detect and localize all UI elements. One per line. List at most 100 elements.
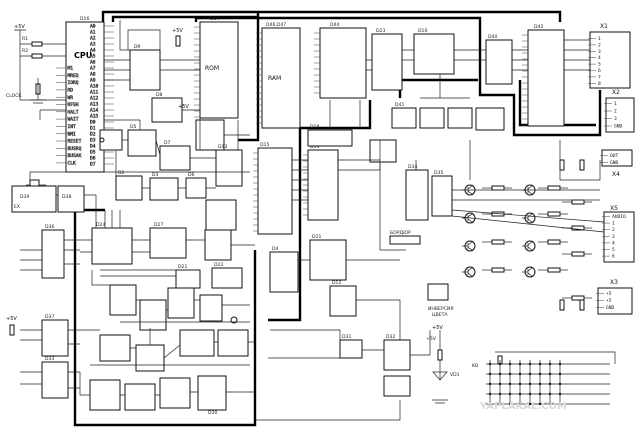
cpu-pin-label: HALT xyxy=(68,109,79,115)
connector-pin-label: 8 xyxy=(598,81,601,87)
cpu-pin-label: A10 xyxy=(90,84,99,90)
cpu-pin-label: A13 xyxy=(90,102,99,108)
cpu-pin-label: D7 xyxy=(90,162,96,168)
connector-pin-label: GND xyxy=(614,124,623,130)
svg-text:D3: D3 xyxy=(152,172,159,178)
cpu-pin-label: RD xyxy=(68,88,74,94)
svg-text:D21: D21 xyxy=(178,264,187,270)
cpu-pin-label: A0 xyxy=(90,24,96,30)
cpu-pin-label: A4 xyxy=(90,48,96,54)
connector-pin-label: 6 xyxy=(612,254,615,260)
connector-pin-label: AUDIO xyxy=(612,214,626,220)
svg-text:CLOCK: CLOCK xyxy=(6,93,22,99)
cpu-pin-label: A3 xyxy=(90,42,96,48)
connector-pin-label: +5 xyxy=(606,291,612,297)
connector-pin-label: 3 xyxy=(612,234,615,240)
svg-text:+5V: +5V xyxy=(178,104,189,110)
connector-pin-label: 5 xyxy=(612,247,615,253)
cpu-pin-label: A11 xyxy=(90,90,99,96)
central-chips: D15 D19 D4 D11 D12 D18 D31 D32 xyxy=(253,124,411,397)
upper-mid-chips: D9 D5 D8 D7 D2 D3 D6 D13 +5V +5V xyxy=(99,20,250,231)
svg-text:D27: D27 xyxy=(154,222,163,228)
connector-pin-label: 1 xyxy=(614,101,617,107)
x4-label: X4 xyxy=(612,171,620,178)
left-gate-chains: D36 D37 D33 +5V xyxy=(6,224,80,399)
svg-text:D37: D37 xyxy=(45,314,54,320)
svg-text:VD1: VD1 xyxy=(450,372,460,378)
cpu-pin-label: A8 xyxy=(90,72,96,78)
connector-pin-label: 2 xyxy=(598,42,601,48)
x5-label: X5 xyxy=(610,205,618,212)
connector-pin-label: 4 xyxy=(598,55,601,61)
misc-wires xyxy=(29,39,590,359)
cpu-pin-label: INT xyxy=(68,124,77,130)
svg-text:RAM: RAM xyxy=(268,75,281,82)
cpu-pin-label: A6 xyxy=(90,60,96,66)
svg-text:D36: D36 xyxy=(45,224,54,230)
svg-text:D23: D23 xyxy=(376,28,385,34)
svg-text:ИНВЕРСИЯ: ИНВЕРСИЯ xyxy=(428,306,454,312)
svg-text:R1: R1 xyxy=(22,36,28,42)
connector-pin-label: OUT xyxy=(610,153,619,159)
connector-pin-label: 1 xyxy=(598,36,601,42)
cpu-pin-label: CLK xyxy=(68,161,77,167)
svg-text:D22: D22 xyxy=(214,262,223,268)
svg-text:D32: D32 xyxy=(386,334,395,340)
cpu-pin-label: D0 xyxy=(90,120,96,126)
x1-label: X1 xyxy=(600,23,608,30)
cpu-pin-label: BUSAK xyxy=(68,153,82,159)
video-output-section: D41 D34 D35 БОРДЮР ИНВЕРСИЯ ЦВЕТА xyxy=(369,102,605,318)
cpu-pin-label: MREQ xyxy=(68,73,79,79)
svg-text:D12: D12 xyxy=(332,280,341,286)
svg-text:D24: D24 xyxy=(96,222,105,228)
svg-text:D6: D6 xyxy=(188,172,195,178)
cpu-pin-label: A7 xyxy=(90,66,96,72)
svg-text:D8: D8 xyxy=(156,92,163,98)
cpu-label: CPU xyxy=(74,51,92,60)
svg-text:+5V: +5V xyxy=(14,24,25,30)
power-led: +5V VD1 +5V xyxy=(255,325,460,421)
cpu-pin-label: A2 xyxy=(90,36,96,42)
cpu-pin-label: A12 xyxy=(90,96,99,102)
cpu-pin-label: A14 xyxy=(90,108,99,114)
svg-text:D18: D18 xyxy=(310,124,319,130)
svg-text:D42: D42 xyxy=(534,24,543,30)
connector-pin-label: 1 xyxy=(612,221,615,227)
cpu-pin-label: M1 xyxy=(68,66,74,72)
svg-text:D30: D30 xyxy=(208,410,217,416)
svg-text:D11: D11 xyxy=(312,234,321,240)
cpu-pin-label: A15 xyxy=(90,114,99,120)
connector-pin-label: 5 xyxy=(598,62,601,68)
connector-pin-label: GND xyxy=(610,160,619,166)
connector-pin-label: 6 xyxy=(598,68,601,74)
x3-label: X3 xyxy=(610,279,618,286)
connector-pin-label: 3 xyxy=(614,116,617,122)
cpu-pin-label: NMI xyxy=(68,131,77,137)
cpu-pin-label: IORQ xyxy=(68,80,79,86)
cpu-pin-label: D3 xyxy=(90,138,96,144)
svg-text:KB: KB xyxy=(472,363,478,369)
svg-text:D39: D39 xyxy=(20,194,29,200)
connector-pin-label: 7 xyxy=(598,74,601,80)
cpu-chip: CPU D16 M1MREQIORQRDWRRFSHHALTWAITINTNMI… xyxy=(56,16,114,173)
connector-pin-label: 2 xyxy=(612,227,615,233)
svg-text:D41: D41 xyxy=(395,102,404,108)
svg-text:D31: D31 xyxy=(342,334,351,340)
cpu-pin-label: WR xyxy=(68,95,74,101)
cpu-pin-label: D2 xyxy=(90,132,96,138)
cpu-pin-label: RESET xyxy=(68,139,82,145)
svg-text:EX: EX xyxy=(14,204,20,210)
cpu-pin-label: D1 xyxy=(90,126,96,132)
svg-text:D40: D40 xyxy=(488,34,497,40)
svg-text:+5V: +5V xyxy=(172,28,183,34)
x2-label: X2 xyxy=(612,89,620,96)
thick-bus-lines xyxy=(73,10,602,427)
connector-pin-label: GND xyxy=(606,305,615,311)
svg-text:D14: D14 xyxy=(210,16,219,22)
svg-text:D33: D33 xyxy=(45,356,54,362)
connector-pin-label: 4 xyxy=(612,240,615,246)
